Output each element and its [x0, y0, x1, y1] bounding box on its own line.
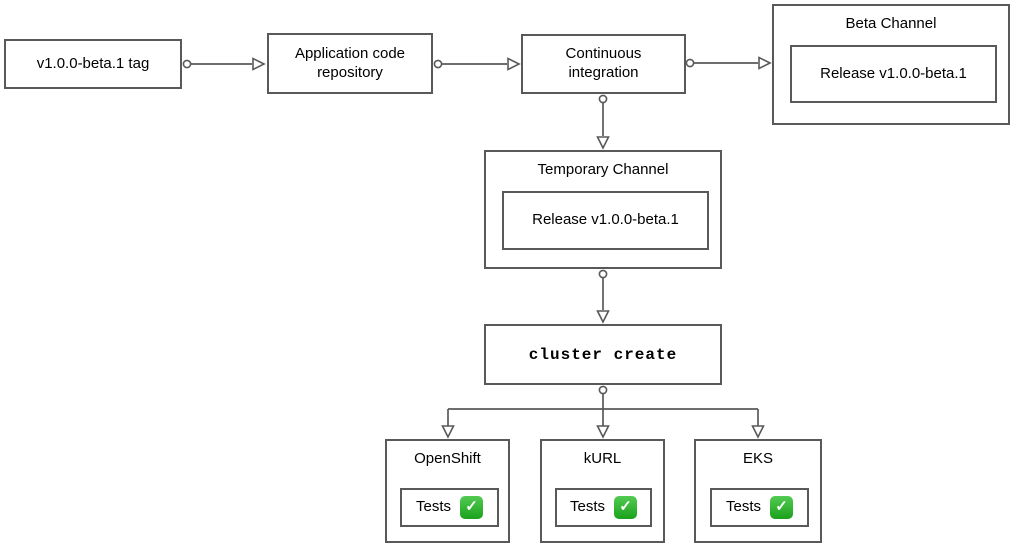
node-openshift: OpenShift Tests ✓ — [385, 439, 510, 543]
node-temporary-channel: Temporary Channel Release v1.0.0-beta.1 — [484, 150, 722, 269]
temporary-channel-release-box: Release v1.0.0-beta.1 — [502, 191, 709, 250]
edge-ci-to-temporary-channel — [596, 94, 610, 150]
kurl-tests-box: Tests ✓ — [555, 488, 652, 527]
node-eks: EKS Tests ✓ — [694, 439, 822, 543]
openshift-tests-box: Tests ✓ — [400, 488, 499, 527]
node-continuous-integration: Continuous integration — [521, 34, 686, 94]
edge-ci-to-beta-channel — [685, 56, 772, 70]
edge-cluster-create-to-test-clusters — [441, 385, 765, 439]
version-tag-label: v1.0.0-beta.1 tag — [36, 54, 150, 72]
kurl-tests-label: Tests — [569, 498, 605, 516]
beta-channel-release-box: Release v1.0.0-beta.1 — [790, 45, 997, 103]
edge-temporary-channel-to-cluster-create — [596, 269, 610, 324]
openshift-title: OpenShift — [414, 450, 481, 467]
edge-repo-to-ci — [433, 57, 521, 71]
kurl-title: kURL — [583, 450, 622, 467]
eks-tests-box: Tests ✓ — [710, 488, 809, 527]
node-kurl: kURL Tests ✓ — [540, 439, 665, 543]
temporary-channel-release-label: Release v1.0.0-beta.1 — [532, 211, 679, 229]
edge-tag-to-repo — [182, 57, 266, 71]
beta-channel-release-label: Release v1.0.0-beta.1 — [820, 64, 967, 82]
beta-channel-title: Beta Channel — [845, 15, 937, 32]
node-version-tag: v1.0.0-beta.1 tag — [4, 39, 182, 89]
check-mark-icon: ✓ — [460, 496, 483, 519]
application-code-repository-label: Application code repository — [294, 44, 406, 81]
check-mark-icon: ✓ — [614, 496, 637, 519]
check-mark-icon: ✓ — [770, 496, 793, 519]
cluster-create-label: cluster create — [528, 345, 678, 364]
eks-tests-label: Tests — [725, 498, 761, 516]
node-cluster-create: cluster create — [484, 324, 722, 385]
node-application-code-repository: Application code repository — [267, 33, 433, 94]
continuous-integration-label: Continuous integration — [565, 45, 642, 81]
temporary-channel-title: Temporary Channel — [537, 161, 669, 178]
eks-title: EKS — [742, 450, 773, 467]
openshift-tests-label: Tests — [415, 498, 451, 516]
node-beta-channel: Beta Channel Release v1.0.0-beta.1 — [772, 4, 1010, 125]
